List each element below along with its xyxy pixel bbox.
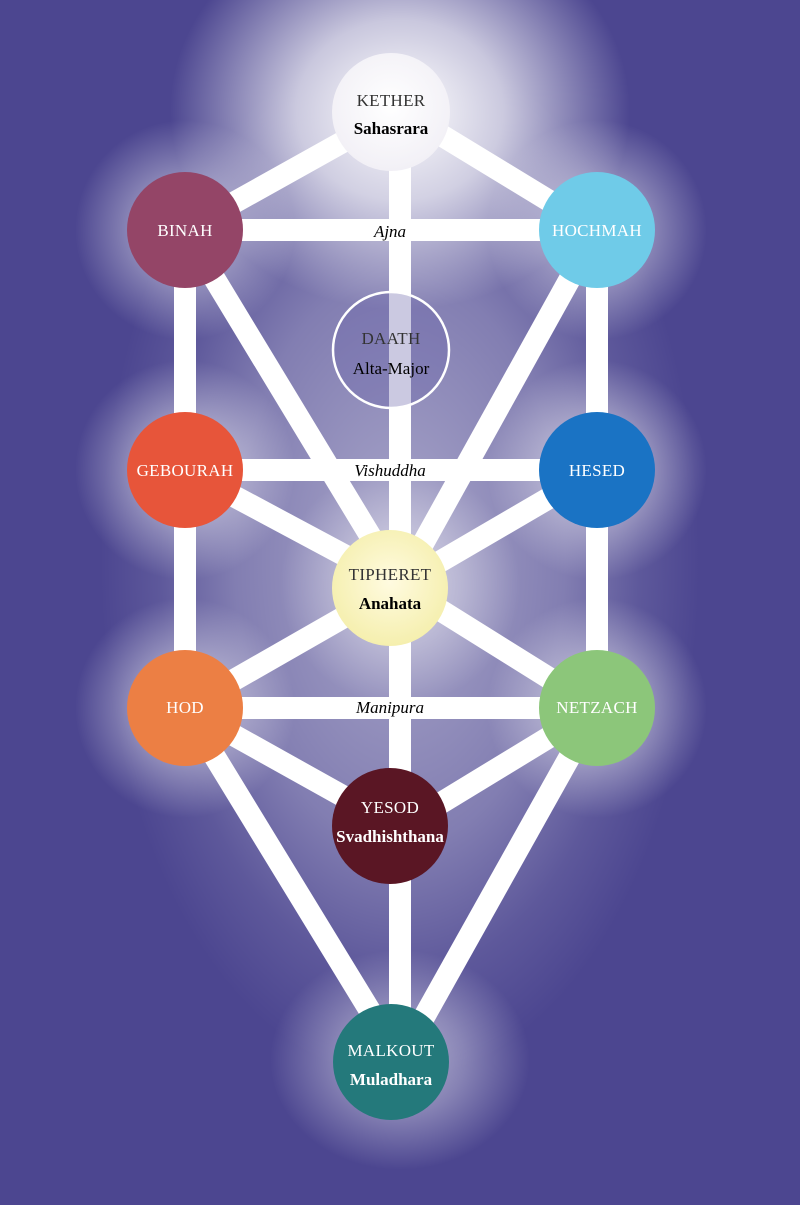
path-hod-malkout xyxy=(175,702,410,1066)
path-label-ajna: Ajna xyxy=(373,222,406,241)
hesed-circle xyxy=(539,412,655,528)
tipheret-label: TIPHERET xyxy=(349,565,432,584)
hochmah-label: HOCHMAH xyxy=(552,221,642,240)
yesod-circle xyxy=(332,768,448,884)
path-label-manipura: Manipura xyxy=(355,698,424,717)
daath-chakra-label: Alta-Major xyxy=(353,359,430,378)
binah-label: BINAH xyxy=(157,221,212,240)
netzach-circle xyxy=(539,650,655,766)
malkout-circle xyxy=(333,1004,449,1120)
gebourah-circle xyxy=(127,412,243,528)
daath-label: DAATH xyxy=(361,329,420,348)
hochmah-circle xyxy=(539,172,655,288)
sephirah-hesed[interactable]: HESED xyxy=(539,412,655,528)
path-labels: Ajna Vishuddha Manipura xyxy=(354,222,425,717)
sephirah-hochmah[interactable]: HOCHMAH xyxy=(539,172,655,288)
path-binah-tipheret xyxy=(175,224,410,591)
malkout-label: MALKOUT xyxy=(347,1041,434,1060)
tipheret-circle xyxy=(332,530,448,646)
path-hochmah-tipheret xyxy=(390,224,607,591)
hod-label: HOD xyxy=(166,698,204,717)
netzach-label: NETZACH xyxy=(556,698,637,717)
sephirah-gebourah[interactable]: GEBOURAH xyxy=(127,412,243,528)
path-label-vishuddha: Vishuddha xyxy=(354,461,425,480)
daath-circle xyxy=(331,290,451,410)
sephirah-tipheret[interactable]: TIPHERET Anahata xyxy=(332,530,448,646)
hesed-label: HESED xyxy=(569,461,625,480)
sephirah-yesod[interactable]: YESOD Svadhishthana xyxy=(332,768,448,884)
binah-circle xyxy=(127,172,243,288)
gebourah-label: GEBOURAH xyxy=(137,461,234,480)
sephirah-daath[interactable]: DAATH Alta-Major xyxy=(331,290,451,410)
kether-circle xyxy=(332,53,450,171)
hod-circle xyxy=(127,650,243,766)
sephirah-kether[interactable]: KETHER Sahasrara xyxy=(332,53,450,171)
path-netzach-malkout xyxy=(390,702,607,1066)
kether-chakra-label: Sahasrara xyxy=(354,119,429,138)
tipheret-chakra-label: Anahata xyxy=(359,594,422,613)
sephirah-netzach[interactable]: NETZACH xyxy=(539,650,655,766)
sephirah-hod[interactable]: HOD xyxy=(127,650,243,766)
sephirah-binah[interactable]: BINAH xyxy=(127,172,243,288)
yesod-label: YESOD xyxy=(361,798,419,817)
malkout-chakra-label: Muladhara xyxy=(350,1070,433,1089)
yesod-chakra-label: Svadhishthana xyxy=(336,827,444,846)
kether-label: KETHER xyxy=(357,91,426,110)
sephirah-malkout[interactable]: MALKOUT Muladhara xyxy=(333,1004,449,1120)
